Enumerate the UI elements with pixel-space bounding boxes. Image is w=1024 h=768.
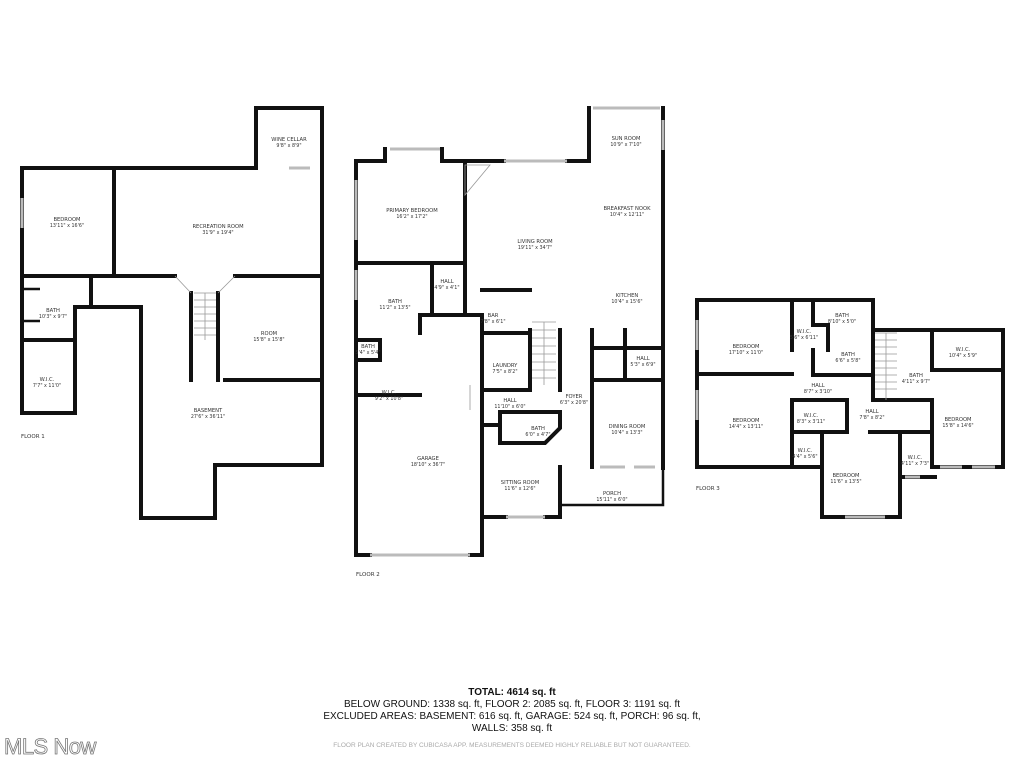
room-name: BEDROOM bbox=[732, 418, 759, 424]
room-name: BATH bbox=[531, 426, 545, 432]
room-dimensions: 10'3" x 9'7" bbox=[39, 314, 67, 320]
room-name: W.I.C. bbox=[956, 347, 971, 353]
room-dimensions: 4'11" x 9'7" bbox=[902, 379, 930, 385]
room-name: BEDROOM bbox=[944, 417, 971, 423]
room-dimensions: 15'11" x 6'0" bbox=[596, 497, 627, 503]
floor-3-label: FLOOR 3 bbox=[696, 486, 720, 492]
room-dimensions: 6'0" x 4'7" bbox=[525, 432, 550, 438]
room-dimensions: 10'4" x 15'6" bbox=[611, 299, 642, 305]
room-name: BATH bbox=[841, 352, 855, 358]
room-dimensions: 13'11" x 16'6" bbox=[50, 223, 84, 229]
room-name: BEDROOM bbox=[53, 217, 80, 223]
room-name: W.I.C. bbox=[804, 413, 819, 419]
room-dimensions: 8'10" x 5'0" bbox=[828, 319, 856, 325]
room-dimensions: 11'10" x 6'0" bbox=[494, 404, 525, 410]
floor-1-label: FLOOR 1 bbox=[21, 434, 45, 440]
room-name: BATH bbox=[388, 299, 402, 305]
room-name: W.I.C. bbox=[382, 390, 397, 396]
disclaimer: FLOOR PLAN CREATED BY CUBICASA APP. MEAS… bbox=[333, 742, 691, 749]
room-dimensions: 14'4" x 13'11" bbox=[729, 424, 763, 430]
room-dimensions: 4'9" x 4'1" bbox=[434, 285, 459, 291]
room-name: HALL bbox=[440, 279, 453, 285]
room-dimensions: 6'6" x 5'8" bbox=[835, 358, 860, 364]
floor-3-plan: FLOOR 3 bbox=[695, 298, 1005, 519]
room-dimensions: 9'8" x 8'9" bbox=[276, 143, 301, 149]
room-dimensions: 18'10" x 36'7" bbox=[411, 462, 445, 468]
room-name: SUN ROOM bbox=[612, 136, 641, 142]
room-dimensions: 16'2" x 17'2" bbox=[396, 214, 427, 220]
room-name: PORCH bbox=[603, 491, 621, 497]
room-dimensions: 8'3" x 3'11" bbox=[797, 419, 825, 425]
room-name: HALL bbox=[865, 409, 878, 415]
walls-area: WALLS: 358 sq. ft bbox=[471, 723, 553, 734]
room-name: BATH bbox=[835, 313, 849, 319]
room-name: BASEMENT bbox=[194, 408, 223, 414]
room-dimensions: 27'6" x 36'11" bbox=[191, 414, 225, 420]
room-name: RECREATION ROOM bbox=[192, 224, 243, 230]
room-name: PRIMARY BEDROOM bbox=[386, 208, 437, 214]
room-name: W.I.C. bbox=[797, 329, 812, 335]
room-dimensions: 4'11" x 7'3" bbox=[901, 461, 929, 467]
room-name: BATH bbox=[909, 373, 923, 379]
room-name: ROOM bbox=[261, 331, 277, 337]
room-dimensions: 7'7" x 11'0" bbox=[33, 383, 61, 389]
room-name: SITTING ROOM bbox=[501, 480, 539, 486]
excluded-areas: EXCLUDED AREAS: BASEMENT: 616 sq. ft, GA… bbox=[323, 711, 701, 722]
room-name: LIVING ROOM bbox=[517, 239, 552, 245]
room-name: DINING ROOM bbox=[609, 424, 646, 430]
total-area: TOTAL: 4614 sq. ft bbox=[468, 687, 556, 698]
room-name: BAR bbox=[488, 313, 499, 319]
room-name: FOYER bbox=[566, 394, 583, 400]
room-name: W.I.C. bbox=[798, 448, 813, 454]
room-name: LAUNDRY bbox=[493, 363, 519, 369]
room-dimensions: 10'9" x 7'10" bbox=[610, 142, 641, 148]
room-dimensions: 31'9" x 19'4" bbox=[202, 230, 233, 236]
room-name: HALL bbox=[811, 383, 824, 389]
room-name: BEDROOM bbox=[832, 473, 859, 479]
room-dimensions: 8'7" x 3'10" bbox=[804, 389, 832, 395]
room-dimensions: 15'8" x 15'8" bbox=[253, 337, 284, 343]
room-name: BATH bbox=[46, 308, 60, 314]
room-dimensions: 11'2" x 13'5" bbox=[379, 305, 410, 311]
room-dimensions: 10'4" x 5'9" bbox=[949, 353, 977, 359]
room-dimensions: 7'8" x 6'1" bbox=[480, 319, 505, 325]
room-name: HALL bbox=[503, 398, 516, 404]
mls-now-logo: MLS Now bbox=[4, 734, 97, 760]
floor-2-label: FLOOR 2 bbox=[356, 572, 380, 578]
room-name: BATH bbox=[361, 344, 375, 350]
room-dimensions: 19'11" x 34'7" bbox=[518, 245, 552, 251]
area-summary: TOTAL: 4614 sq. ft BELOW GROUND: 1338 sq… bbox=[0, 687, 1024, 735]
room-name: GARAGE bbox=[417, 456, 439, 462]
room-dimensions: 5'6" x 6'11" bbox=[790, 335, 818, 341]
floor-1-plan: FLOOR 1 bbox=[20, 106, 324, 520]
room-dimensions: 5'4" x 5'4" bbox=[355, 350, 380, 356]
room-dimensions: 6'3" x 20'8" bbox=[560, 400, 588, 406]
room-name: WINE CELLAR bbox=[271, 137, 307, 143]
room-dimensions: 10'4" x 13'3" bbox=[611, 430, 642, 436]
room-dimensions: 4'4" x 5'6" bbox=[792, 454, 817, 460]
room-name: BEDROOM bbox=[732, 344, 759, 350]
room-dimensions: 15'8" x 14'6" bbox=[942, 423, 973, 429]
room-dimensions: 7'8" x 8'2" bbox=[859, 415, 884, 421]
room-dimensions: 17'10" x 11'0" bbox=[729, 350, 763, 356]
room-name: HALL bbox=[636, 356, 649, 362]
room-dimensions: 5'3" x 6'9" bbox=[630, 362, 655, 368]
room-dimensions: 10'4" x 12'11" bbox=[610, 212, 644, 218]
room-dimensions: 11'6" x 13'5" bbox=[830, 479, 861, 485]
room-dimensions: 11'6" x 12'6" bbox=[504, 486, 535, 492]
floor-2-plan: FLOOR 2 bbox=[354, 106, 665, 578]
room-name: KITCHEN bbox=[616, 293, 639, 299]
room-dimensions: 7'5" x 8'2" bbox=[492, 369, 517, 375]
area-breakdown: BELOW GROUND: 1338 sq. ft, FLOOR 2: 2085… bbox=[343, 699, 681, 710]
room-name: BREAKFAST NOOK bbox=[603, 206, 651, 212]
room-name: W.I.C. bbox=[908, 455, 923, 461]
room-dimensions: 9'2" x 10'8" bbox=[375, 396, 403, 402]
room-name: W.I.C. bbox=[40, 377, 55, 383]
